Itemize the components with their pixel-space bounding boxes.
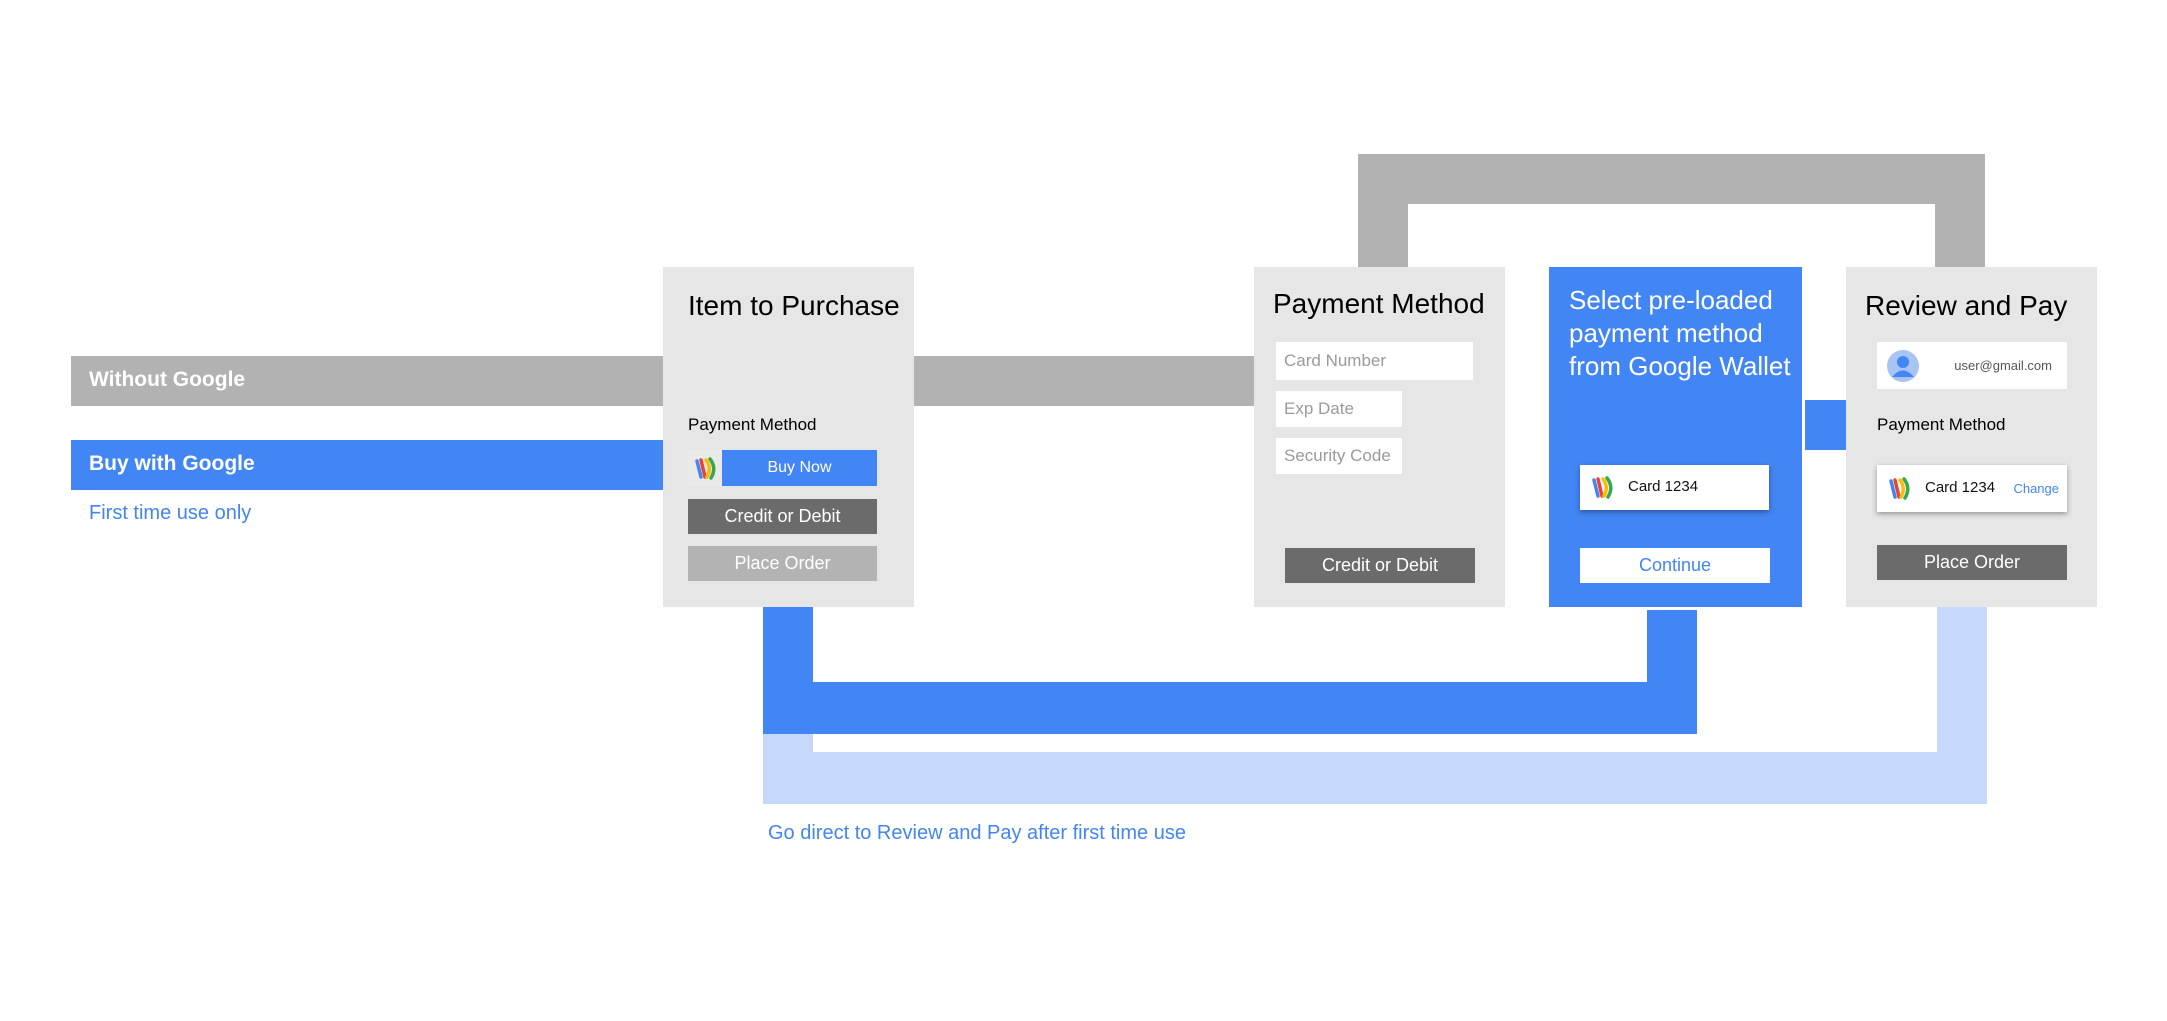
review-panel-title: Review and Pay [1865,290,2068,321]
first-time-path-right [1647,610,1697,734]
google-wallet-icon [688,450,722,486]
review-and-pay-panel: Review and Pay user@gmail.com Payment Me… [1846,267,2097,607]
first-time-label: First time use only [89,502,252,524]
change-link[interactable]: Change [2013,481,2059,496]
item-to-purchase-panel: Item to Purchase Payment Method Buy Now … [663,267,914,607]
wallet-card-option[interactable]: Card 1234 [1580,465,1769,510]
security-code-field[interactable]: Security Code [1276,438,1402,474]
user-avatar-icon [1887,350,1919,387]
gray-path-top [1358,154,1985,204]
review-card-label: Card 1234 [1925,479,1996,496]
card-number-field[interactable]: Card Number [1276,342,1473,380]
review-card-row: Card 1234 Change [1877,465,2067,512]
return-path-right [1937,600,1987,804]
account-row[interactable]: user@gmail.com [1877,342,2067,389]
item-place-order-button[interactable]: Place Order [688,546,877,581]
go-direct-label: Go direct to Review and Pay after first … [768,822,1186,844]
wallet-review-connector [1805,400,1847,450]
wallet-card-label: Card 1234 [1628,478,1699,495]
gray-path-right [1935,154,1985,270]
without-google-label: Without Google [89,368,246,391]
payment-method-panel: Payment Method Card Number Exp Date Secu… [1254,267,1505,607]
google-wallet-icon [1882,470,1916,511]
buy-now-button[interactable]: Buy Now [688,450,877,486]
google-wallet-icon [1585,469,1619,510]
gray-path-left [1358,154,1408,270]
buy-with-google-label: Buy with Google [89,452,255,475]
review-place-order-button[interactable]: Place Order [1877,545,2067,580]
exp-date-field[interactable]: Exp Date [1276,391,1402,427]
payment-credit-debit-button[interactable]: Credit or Debit [1285,548,1475,583]
google-wallet-panel: Select pre-loaded payment method from Go… [1549,267,1802,607]
buy-now-label: Buy Now [722,450,877,486]
buy-with-google-bar: Buy with Google [71,440,663,490]
first-time-path-bottom [763,682,1697,734]
continue-button[interactable]: Continue [1580,548,1770,583]
without-google-bar: Without Google [71,356,663,406]
item-panel-title: Item to Purchase [688,290,900,321]
return-path-bottom [763,752,1987,804]
item-credit-debit-button[interactable]: Credit or Debit [688,499,877,534]
item-payment-method-label: Payment Method [688,415,817,434]
payment-panel-title: Payment Method [1273,288,1485,319]
first-time-path-left [763,600,813,734]
account-email: user@gmail.com [1954,358,2052,373]
review-payment-method-label: Payment Method [1877,415,2006,434]
wallet-panel-title: Select pre-loaded payment method from Go… [1569,285,1791,381]
gray-path-middle [912,356,1256,406]
